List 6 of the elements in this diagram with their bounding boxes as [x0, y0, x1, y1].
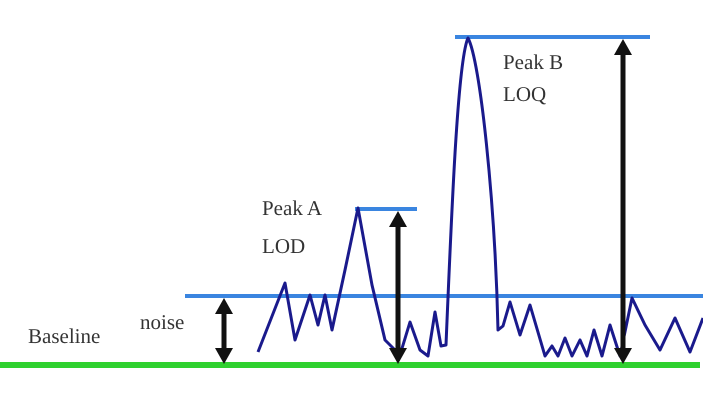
limit-label: LOD [262, 236, 306, 257]
peak-label: Peak B [503, 52, 564, 73]
limit-label: LOQ [503, 84, 546, 105]
peak-label: Peak A [262, 198, 322, 219]
noise-label: noise [140, 312, 184, 333]
baseline-label: Baseline [28, 326, 100, 347]
